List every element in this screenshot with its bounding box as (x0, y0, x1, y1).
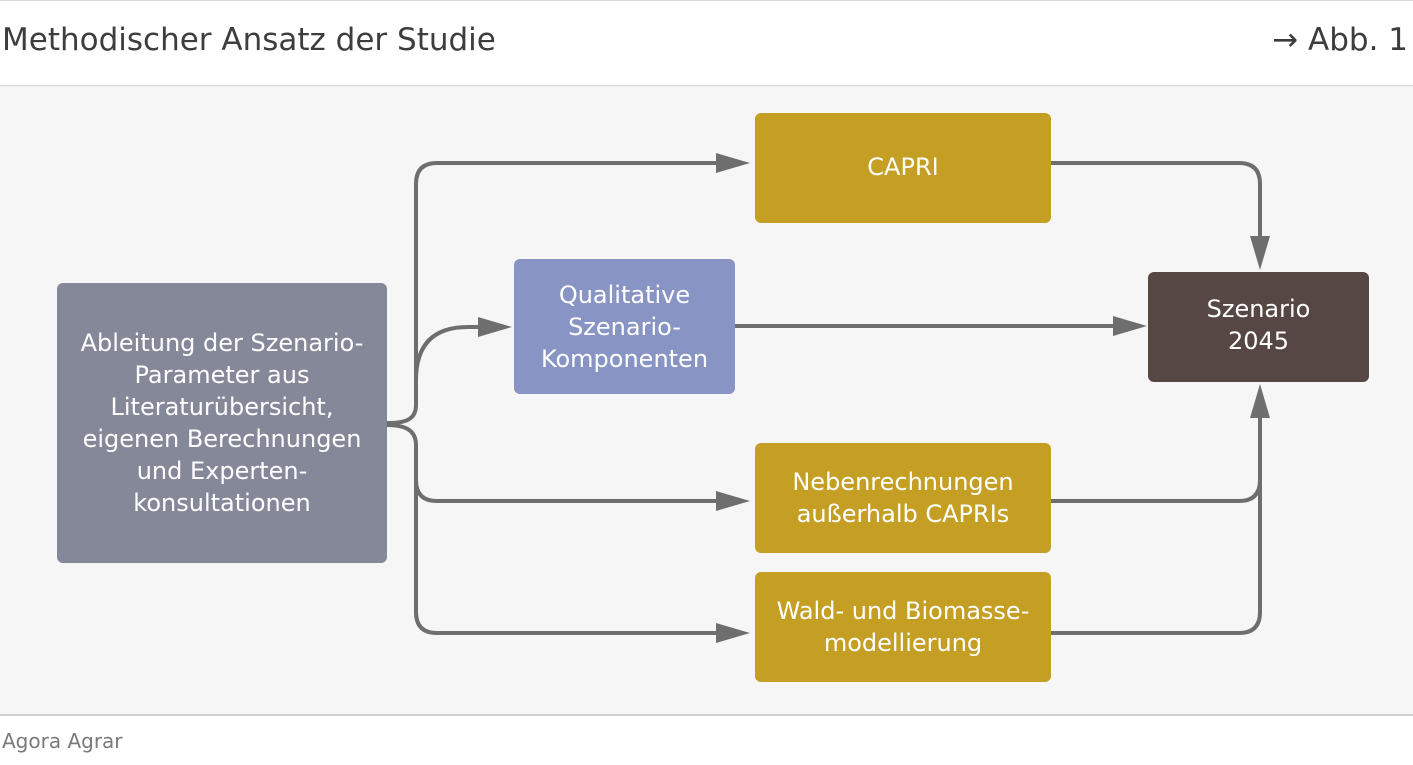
connector-to-qualitative (414, 325, 482, 382)
connector-to-nebenrechnungen (385, 423, 722, 503)
wald-box: Wald- und Biomasse- modellierung (755, 572, 1051, 682)
connector-capri-result (1049, 161, 1262, 242)
arrowhead-nebenrechnungen (716, 491, 750, 511)
source-box: Ableitung der Szenario- Parameter aus Li… (57, 283, 387, 563)
figure-reference: → Abb. 1 (1272, 22, 1408, 58)
arrowhead-qualitative (478, 317, 512, 337)
nebenrechnungen-box-label: Nebenrechnungen außerhalb CAPRIs (792, 468, 1014, 528)
figure-title: Methodischer Ansatz der Studie (2, 22, 496, 58)
qualitative-box-label: Qualitative Szenario- Komponenten (540, 280, 709, 373)
qualitative-box: Qualitative Szenario- Komponenten (514, 259, 735, 394)
footer-rule (0, 714, 1413, 716)
connector-to-wald (414, 478, 722, 635)
capri-box: CAPRI (755, 113, 1051, 223)
arrowhead-capri (716, 153, 750, 173)
wald-box-label: Wald- und Biomasse- modellierung (776, 597, 1030, 657)
arrowhead-result-top (1250, 236, 1270, 270)
brace-connector (385, 161, 722, 425)
result-box-label: Szenario 2045 (1206, 295, 1311, 355)
arrowhead-wald (716, 623, 750, 643)
arrowhead-result-left (1113, 316, 1147, 336)
nebenrechnungen-box: Nebenrechnungen außerhalb CAPRIs (755, 443, 1051, 553)
connector-wald-result (1049, 413, 1262, 635)
connector-neben-result (1049, 413, 1262, 503)
result-box: Szenario 2045 (1148, 272, 1369, 382)
header-rule (0, 85, 1413, 86)
top-rule (0, 0, 1413, 1)
source-credit: Agora Agrar (2, 729, 123, 753)
source-box-label: Ableitung der Szenario- Parameter aus Li… (80, 329, 364, 517)
capri-box-label: CAPRI (867, 153, 939, 181)
arrowhead-result-bottom (1250, 384, 1270, 418)
